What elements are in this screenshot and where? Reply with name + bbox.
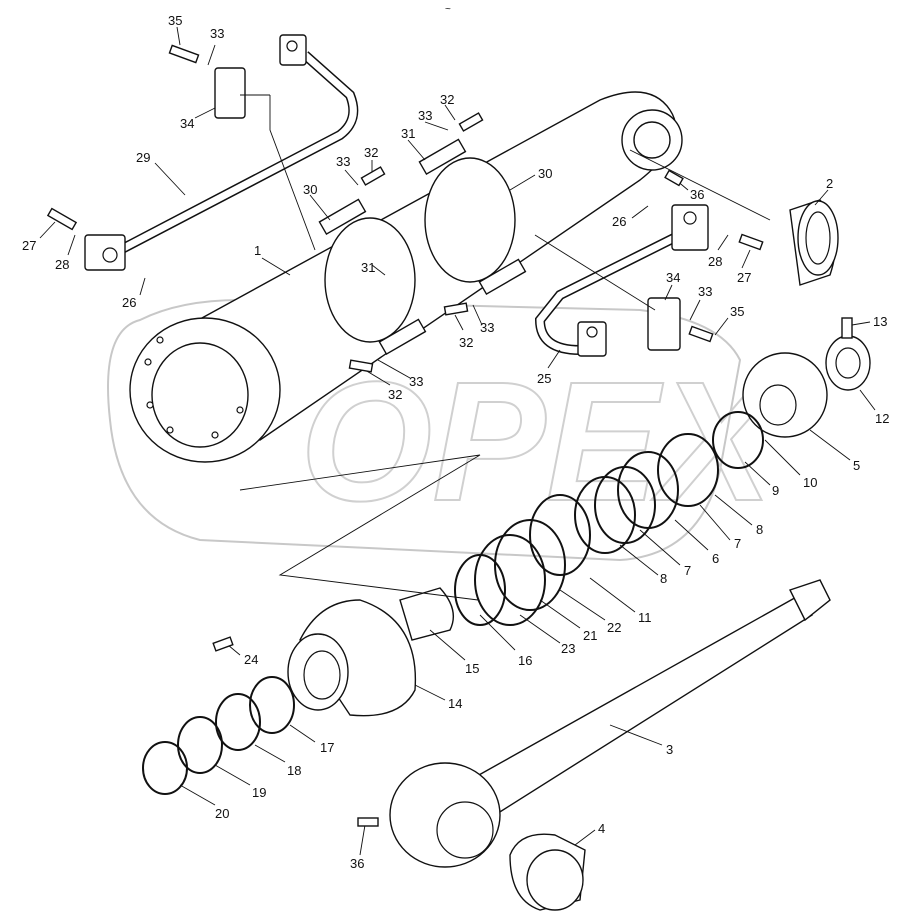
callout-26b: 26 <box>612 214 626 229</box>
callout-18: 18 <box>287 763 301 778</box>
callout-32c: 32 <box>459 335 473 350</box>
callout-35a: 35 <box>168 13 182 28</box>
assembly-lines <box>239 94 771 601</box>
clamp-bands <box>318 138 527 356</box>
callout-25: 25 <box>537 371 551 386</box>
callout-5: 5 <box>853 458 860 473</box>
callout-19: 19 <box>252 785 266 800</box>
callout-31b: 31 <box>401 126 415 141</box>
callout-34a: 34 <box>180 116 194 131</box>
gland-head <box>287 599 417 717</box>
callout-4: 4 <box>598 821 605 836</box>
piston-nut <box>742 317 871 438</box>
seal-rings <box>399 411 764 641</box>
callout-13: 13 <box>873 314 887 329</box>
callout-2: 2 <box>826 176 833 191</box>
callout-33e: 33 <box>409 374 423 389</box>
callout-9: 9 <box>772 483 779 498</box>
callout-6: 6 <box>712 551 719 566</box>
top-mark: ~ <box>445 4 451 15</box>
callout-31a: 31 <box>361 260 375 275</box>
callout-24: 24 <box>244 652 258 667</box>
callout-12: 12 <box>875 411 889 426</box>
gland-seals <box>142 676 295 795</box>
bushing-2 <box>789 199 839 286</box>
brackets-34 <box>214 67 681 351</box>
callout-7b: 7 <box>684 563 691 578</box>
callout-27b: 27 <box>737 270 751 285</box>
callout-7a: 7 <box>734 536 741 551</box>
callout-29: 29 <box>136 150 150 165</box>
callout-20: 20 <box>215 806 229 821</box>
callout-32d: 32 <box>388 387 402 402</box>
callout-36b: 36 <box>350 856 364 871</box>
pipe-29 <box>84 34 359 271</box>
callout-22: 22 <box>607 620 621 635</box>
cylinder-barrel <box>129 91 683 463</box>
callout-21: 21 <box>583 628 597 643</box>
pipe-25 <box>534 204 709 357</box>
callout-26a: 26 <box>122 295 136 310</box>
fasteners <box>46 44 764 827</box>
piston-rod <box>389 579 831 868</box>
callout-16: 16 <box>518 653 532 668</box>
callout-33c: 33 <box>418 108 432 123</box>
callout-15: 15 <box>465 661 479 676</box>
callout-33b: 33 <box>336 154 350 169</box>
callout-1: 1 <box>254 243 261 258</box>
callout-11: 11 <box>638 610 652 625</box>
callout-3: 3 <box>666 742 673 757</box>
callout-8a: 8 <box>756 522 763 537</box>
bushing-4 <box>509 833 586 911</box>
callout-35b: 35 <box>730 304 744 319</box>
callout-33d: 33 <box>480 320 494 335</box>
callout-17: 17 <box>320 740 334 755</box>
callout-23: 23 <box>561 641 575 656</box>
callout-34b: 34 <box>666 270 680 285</box>
callout-33f: 33 <box>698 284 712 299</box>
callout-33a: 33 <box>210 26 224 41</box>
callout-36a: 36 <box>690 187 704 202</box>
callout-10: 10 <box>803 475 817 490</box>
callout-27a: 27 <box>22 238 36 253</box>
callout-8b: 8 <box>660 571 667 586</box>
callout-32a: 32 <box>364 145 378 160</box>
callout-30a: 30 <box>303 182 317 197</box>
callout-30b: 30 <box>538 166 552 181</box>
callout-32b: 32 <box>440 92 454 107</box>
callouts: 1 2 3 4 5 6 7 7 8 8 9 10 11 12 13 14 15 … <box>22 13 889 871</box>
callout-28b: 28 <box>708 254 722 269</box>
callout-28a: 28 <box>55 257 69 272</box>
callout-14: 14 <box>448 696 462 711</box>
